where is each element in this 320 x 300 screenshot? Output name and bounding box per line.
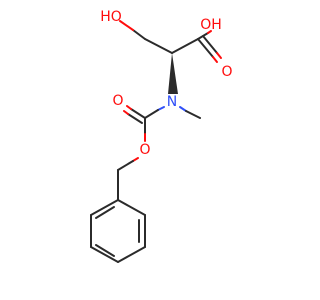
molecule-structure: HO OH O N O O <box>90 9 233 263</box>
bond-carboxyl-oh-red <box>207 30 212 34</box>
bond-calpha-carboxyl <box>171 38 199 54</box>
atom-label-carbamate-o: O <box>112 93 123 109</box>
atom-label-oh: OH <box>200 17 222 33</box>
bond-oester-ch2 <box>117 160 134 171</box>
atom-label-acid-o: O <box>221 64 232 80</box>
bond-carboxyl-co-2-red <box>216 52 222 59</box>
bond-carboxyl-co-1-red <box>212 56 218 63</box>
bond-n-methyl <box>185 110 201 119</box>
bond-ch2-o-hydroxyl <box>132 29 146 40</box>
bond-carbamate-co-2 <box>127 113 143 124</box>
bond-n-carbamate-blue <box>157 106 165 111</box>
atom-label-ho: HO <box>100 9 122 25</box>
bond-n-carbamate <box>144 109 159 119</box>
bond-carboxyl-co-1 <box>197 38 214 58</box>
bond-carboxyl-co-2 <box>202 35 218 54</box>
bond-carbamate-co-1 <box>130 108 146 119</box>
bond-carbamate-co-1-red <box>126 105 132 110</box>
bond-ho-ch2-red <box>119 20 134 31</box>
bond-n-methyl-blue <box>179 106 187 112</box>
benzene-ring <box>90 199 146 263</box>
atom-label-ester-o: O <box>139 142 150 158</box>
stereo-wedge-calpha-n <box>168 53 178 94</box>
bond-carbamate-co-2-red <box>123 110 129 115</box>
bond-ch2-calpha <box>144 38 173 54</box>
atom-label-n: N <box>167 94 177 110</box>
